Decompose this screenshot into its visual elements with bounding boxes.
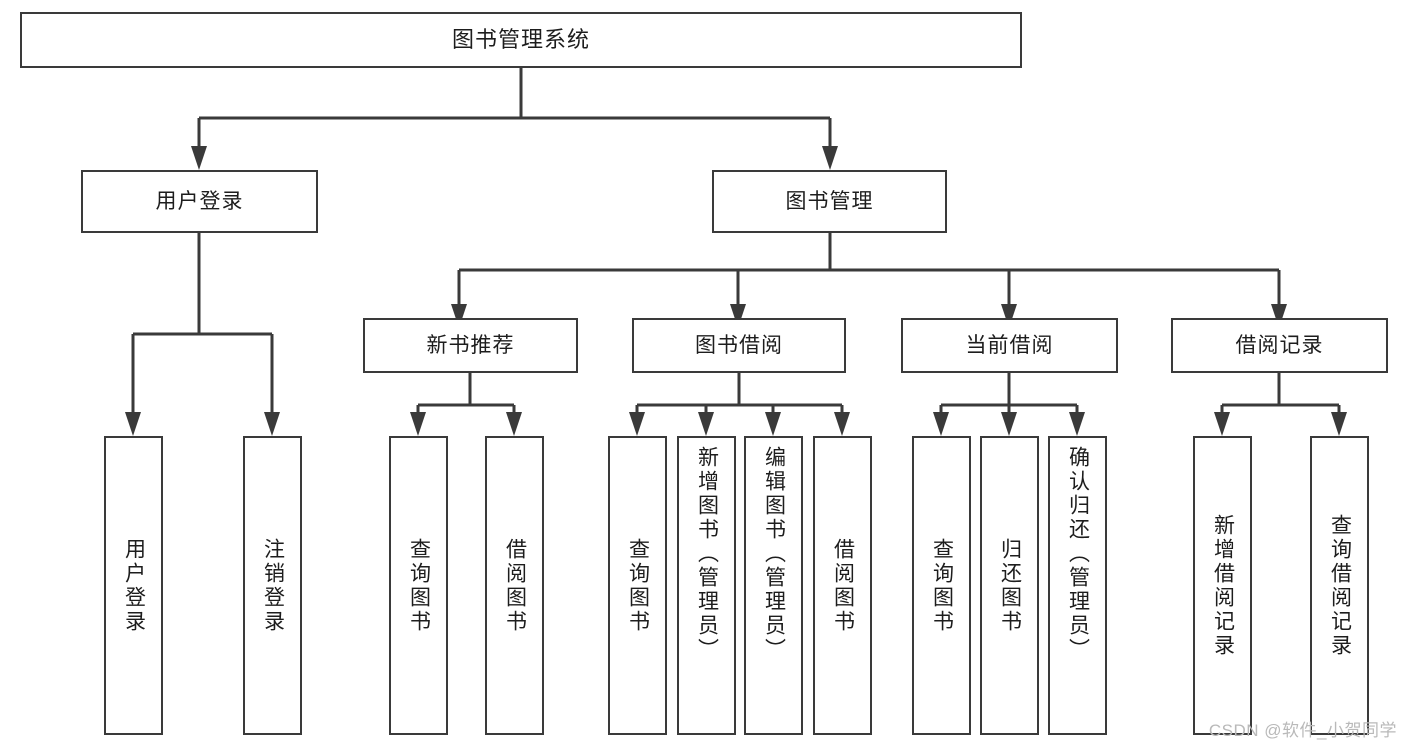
leaf-query-borrow-record[interactable]: 查询借阅记录 <box>1310 436 1369 735</box>
leaf-confirm-return-admin[interactable]: 确认归还（管理员） <box>1048 436 1107 735</box>
node-label: 新书推荐 <box>426 333 515 357</box>
node-label: 归还图书 <box>998 537 1022 634</box>
node-label: 借阅图书 <box>831 537 855 634</box>
node-current-borrow[interactable]: 当前借阅 <box>901 318 1118 373</box>
node-user-login[interactable]: 用户登录 <box>81 170 318 233</box>
node-label: 查询图书 <box>626 537 650 634</box>
node-label: 查询图书 <box>930 537 954 634</box>
node-label: 用户登录 <box>122 537 146 634</box>
node-label: 图书借阅 <box>695 333 783 357</box>
node-label: 编辑图书（管理员） <box>762 446 786 662</box>
node-book-management[interactable]: 图书管理 <box>712 170 947 233</box>
node-borrow-record[interactable]: 借阅记录 <box>1171 318 1388 373</box>
node-book-borrow[interactable]: 图书借阅 <box>632 318 846 373</box>
leaf-edit-book-admin[interactable]: 编辑图书（管理员） <box>744 436 803 735</box>
node-label: 新增图书（管理员） <box>695 446 719 662</box>
node-label: 查询图书 <box>407 537 431 634</box>
node-label: 新增借阅记录 <box>1211 513 1235 658</box>
leaf-add-book-admin[interactable]: 新增图书（管理员） <box>677 436 736 735</box>
node-label: 用户登录 <box>155 189 244 213</box>
node-label: 图书管理系统 <box>451 26 590 52</box>
watermark-text: CSDN @软件_小贺同学 <box>1208 721 1397 740</box>
node-label: 查询借阅记录 <box>1328 513 1352 658</box>
node-label: 图书管理 <box>785 189 874 213</box>
leaf-query-book[interactable]: 查询图书 <box>608 436 667 735</box>
node-label: 当前借阅 <box>965 333 1054 357</box>
node-label: 借阅图书 <box>503 537 527 634</box>
leaf-user-login[interactable]: 用户登录 <box>104 436 163 735</box>
leaf-add-borrow-record[interactable]: 新增借阅记录 <box>1193 436 1252 735</box>
node-root-system[interactable]: 图书管理系统 <box>20 12 1022 68</box>
node-label: 注销登录 <box>261 537 285 634</box>
leaf-query-book-recommend[interactable]: 查询图书 <box>389 436 448 735</box>
leaf-borrow-book[interactable]: 借阅图书 <box>813 436 872 735</box>
leaf-return-book[interactable]: 归还图书 <box>980 436 1039 735</box>
node-label: 确认归还（管理员） <box>1066 446 1090 662</box>
leaf-borrow-book-recommend[interactable]: 借阅图书 <box>485 436 544 735</box>
node-label: 借阅记录 <box>1235 333 1324 357</box>
leaf-query-book-current[interactable]: 查询图书 <box>912 436 971 735</box>
leaf-user-logout[interactable]: 注销登录 <box>243 436 302 735</box>
node-new-book-recommend[interactable]: 新书推荐 <box>363 318 578 373</box>
